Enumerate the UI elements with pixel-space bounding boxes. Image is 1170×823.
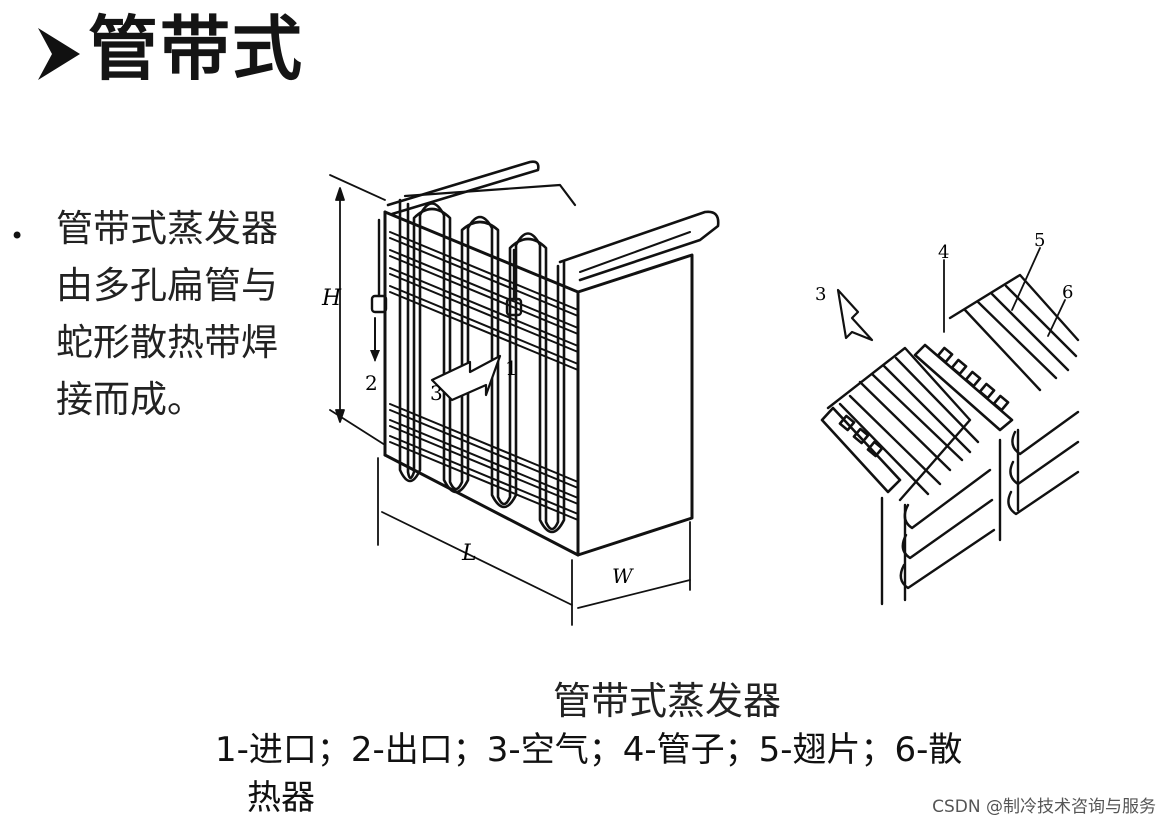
label-width: W <box>612 564 634 588</box>
evaporator-body <box>330 162 718 625</box>
label-height: H <box>321 286 342 311</box>
legend-line-1: 1-进口；2-出口；3-空气；4-管子；5-翅片；6-散 <box>215 730 962 770</box>
detail-view <box>822 248 1078 604</box>
figure-caption: 管带式蒸发器 <box>553 670 781 725</box>
label-tube: 4 <box>938 242 949 263</box>
label-radiator: 6 <box>1062 282 1073 303</box>
label-length: L <box>461 541 477 566</box>
watermark: CSDN @制冷技术咨询与服务 <box>932 792 1156 817</box>
label-air-main: 3 <box>430 381 443 405</box>
label-outlet: 2 <box>365 371 378 395</box>
label-air-detail: 3 <box>815 284 826 305</box>
label-inlet: 1 <box>505 356 518 380</box>
label-fin: 5 <box>1034 230 1045 251</box>
